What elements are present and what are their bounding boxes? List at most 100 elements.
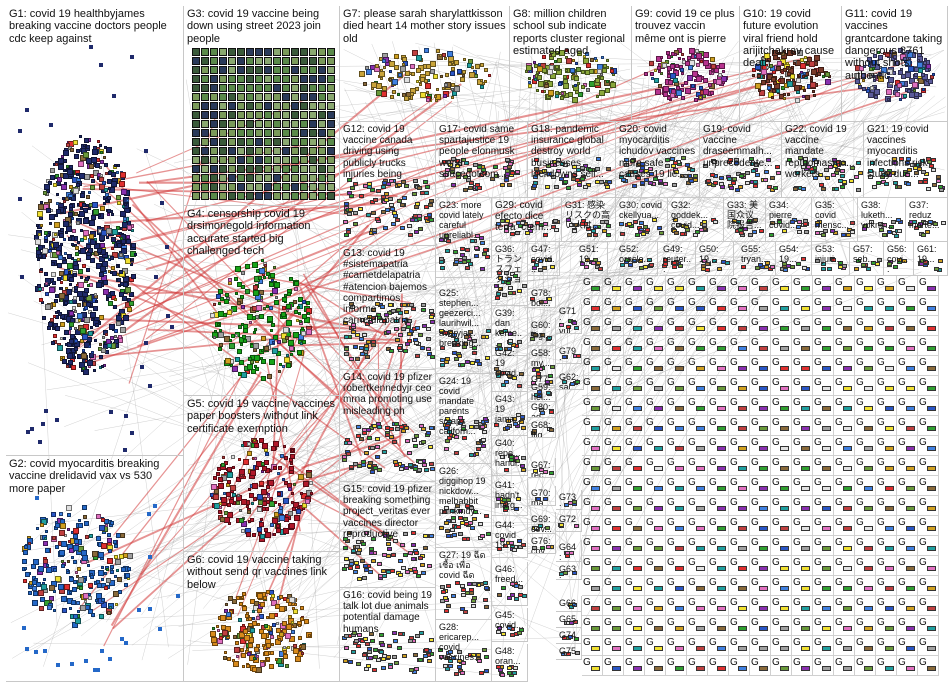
node[interactable] bbox=[411, 543, 416, 547]
node[interactable] bbox=[210, 174, 218, 182]
node[interactable] bbox=[30, 427, 34, 431]
node[interactable] bbox=[558, 82, 562, 86]
node[interactable] bbox=[379, 650, 384, 654]
node[interactable] bbox=[112, 94, 116, 98]
node[interactable] bbox=[67, 560, 70, 563]
node[interactable] bbox=[246, 192, 254, 200]
node[interactable] bbox=[237, 75, 245, 83]
node[interactable] bbox=[780, 326, 789, 331]
node[interactable] bbox=[753, 180, 758, 184]
node[interactable] bbox=[282, 93, 290, 101]
node[interactable] bbox=[36, 527, 39, 530]
node[interactable] bbox=[119, 253, 123, 257]
node[interactable] bbox=[266, 657, 270, 661]
node[interactable] bbox=[451, 594, 456, 598]
node[interactable] bbox=[293, 648, 299, 654]
node[interactable] bbox=[227, 503, 231, 507]
node[interactable] bbox=[444, 83, 448, 87]
node[interactable] bbox=[472, 351, 477, 355]
node[interactable] bbox=[140, 365, 144, 369]
node[interactable] bbox=[433, 74, 438, 79]
node[interactable] bbox=[291, 174, 299, 182]
node[interactable] bbox=[234, 647, 240, 653]
node[interactable] bbox=[475, 183, 480, 187]
node[interactable] bbox=[201, 102, 209, 110]
node[interactable] bbox=[273, 120, 281, 128]
node[interactable] bbox=[430, 467, 435, 471]
node[interactable] bbox=[28, 591, 32, 595]
node[interactable] bbox=[273, 466, 277, 470]
node[interactable] bbox=[85, 277, 89, 281]
node[interactable] bbox=[696, 76, 702, 82]
node[interactable] bbox=[116, 171, 119, 174]
node[interactable] bbox=[218, 510, 222, 514]
node[interactable] bbox=[246, 165, 254, 173]
node[interactable] bbox=[386, 542, 391, 546]
node[interactable] bbox=[810, 82, 816, 88]
node[interactable] bbox=[474, 254, 479, 258]
node[interactable] bbox=[271, 643, 274, 646]
node[interactable] bbox=[699, 96, 702, 99]
node[interactable] bbox=[239, 360, 244, 365]
node[interactable] bbox=[581, 85, 585, 89]
node[interactable] bbox=[291, 192, 299, 200]
node[interactable] bbox=[291, 165, 299, 173]
node[interactable] bbox=[444, 57, 447, 60]
node[interactable] bbox=[228, 147, 236, 155]
node[interactable] bbox=[934, 267, 939, 271]
node[interactable] bbox=[114, 575, 117, 578]
node[interactable] bbox=[114, 164, 117, 167]
node[interactable] bbox=[77, 567, 81, 571]
node[interactable] bbox=[610, 69, 614, 73]
node[interactable] bbox=[228, 165, 236, 173]
node[interactable] bbox=[263, 307, 266, 310]
node[interactable] bbox=[299, 645, 302, 648]
node[interactable] bbox=[380, 77, 383, 80]
node[interactable] bbox=[369, 547, 374, 551]
node[interactable] bbox=[561, 92, 564, 95]
node[interactable] bbox=[114, 555, 118, 559]
node[interactable] bbox=[363, 82, 367, 86]
node[interactable] bbox=[300, 120, 308, 128]
node[interactable] bbox=[160, 201, 164, 205]
node[interactable] bbox=[906, 286, 915, 291]
node[interactable] bbox=[452, 533, 457, 537]
node[interactable] bbox=[612, 326, 621, 331]
node[interactable] bbox=[147, 512, 151, 516]
node[interactable] bbox=[482, 252, 487, 256]
node[interactable] bbox=[380, 69, 383, 72]
node[interactable] bbox=[918, 93, 922, 97]
node[interactable] bbox=[793, 187, 798, 191]
node[interactable] bbox=[427, 213, 432, 217]
node[interactable] bbox=[856, 188, 861, 192]
node[interactable] bbox=[680, 232, 685, 236]
node[interactable] bbox=[210, 66, 218, 74]
node[interactable] bbox=[43, 578, 46, 581]
node[interactable] bbox=[460, 671, 465, 675]
node[interactable] bbox=[843, 306, 852, 311]
node[interactable] bbox=[237, 48, 245, 56]
node[interactable] bbox=[414, 551, 419, 555]
node[interactable] bbox=[460, 363, 465, 367]
node[interactable] bbox=[648, 181, 653, 185]
node[interactable] bbox=[214, 330, 217, 333]
node[interactable] bbox=[124, 583, 128, 587]
node[interactable] bbox=[227, 310, 232, 315]
node[interactable] bbox=[773, 81, 777, 85]
node[interactable] bbox=[123, 448, 127, 452]
node[interactable] bbox=[238, 325, 242, 329]
node[interactable] bbox=[64, 182, 67, 185]
node[interactable] bbox=[461, 593, 466, 597]
node[interactable] bbox=[463, 58, 466, 61]
node[interactable] bbox=[309, 129, 317, 137]
node[interactable] bbox=[201, 75, 209, 83]
node[interactable] bbox=[219, 102, 227, 110]
node[interactable] bbox=[201, 48, 209, 56]
node[interactable] bbox=[507, 596, 512, 600]
node[interactable] bbox=[23, 550, 28, 555]
node[interactable] bbox=[241, 271, 245, 275]
node[interactable] bbox=[89, 220, 95, 226]
node[interactable] bbox=[44, 184, 50, 190]
node[interactable] bbox=[801, 306, 810, 311]
node[interactable] bbox=[88, 248, 93, 253]
